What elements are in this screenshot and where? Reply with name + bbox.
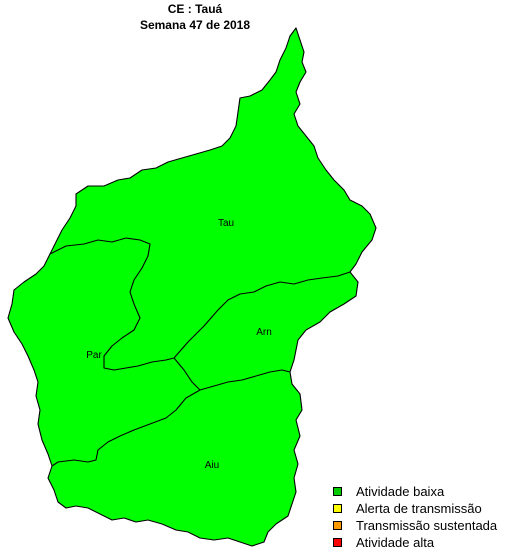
legend-item: Transmissão sustentada <box>333 517 497 534</box>
region-label-arn: Arn <box>256 327 272 338</box>
border-par-arn <box>173 357 291 391</box>
legend-item: Atividade baixa <box>333 483 497 500</box>
region-label-par: Par <box>86 350 102 361</box>
legend-item: Atividade alta <box>333 534 497 551</box>
region-label-tau: Tau <box>218 218 234 229</box>
region-label-aiu: Aiu <box>205 460 219 471</box>
map-title: CE : Tauá <box>167 2 223 16</box>
legend-swatch <box>333 487 342 496</box>
legend-item: Alerta de transmissão <box>333 500 497 517</box>
border-tau-par <box>49 237 175 371</box>
legend-label: Atividade baixa <box>356 484 445 499</box>
legend-label: Transmissão sustentada <box>356 518 498 533</box>
map-subtitle: Semana 47 de 2018 <box>139 18 251 32</box>
legend-swatch <box>333 521 342 530</box>
map-region-outline <box>7 27 377 547</box>
legend-swatch <box>333 504 342 513</box>
border-par-aiu <box>51 389 201 467</box>
border-tau-arn <box>173 271 351 359</box>
legend: Atividade baixa Alerta de transmissão Tr… <box>333 483 497 551</box>
legend-label: Alerta de transmissão <box>356 501 482 516</box>
legend-swatch <box>333 538 342 547</box>
legend-label: Atividade alta <box>356 535 435 550</box>
